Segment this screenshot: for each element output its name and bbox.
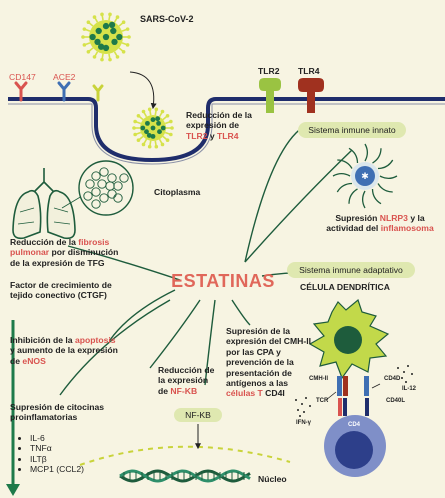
sars-cov-2-virus-icon bbox=[81, 12, 131, 62]
innate-cell-icon: ✱ bbox=[332, 143, 398, 209]
tlr2-label: TLR2 bbox=[258, 66, 280, 76]
cytoplasm-label: Citoplasma bbox=[154, 187, 201, 197]
list-item: IL-6 bbox=[30, 433, 84, 443]
cd4d-label: CD4D bbox=[384, 376, 401, 382]
list-item: ILTβ bbox=[30, 454, 84, 464]
mhc-suppression-text: Supresión de la expresión del CMH-II por… bbox=[226, 326, 311, 399]
alveoli-icon bbox=[61, 160, 134, 216]
small-receptor-icon bbox=[92, 84, 104, 102]
entry-arrow bbox=[129, 71, 157, 110]
innate-immunity-pill: Sistema inmune innato bbox=[298, 122, 406, 138]
estatinas-connectors bbox=[59, 126, 353, 396]
lungs-icon bbox=[12, 168, 76, 240]
down-arrow-icon bbox=[6, 320, 20, 496]
dendritic-cell-label: CÉLULA DENDRÍTICA bbox=[300, 282, 390, 292]
tcr-label: TCR bbox=[316, 398, 329, 404]
tlr4-receptor-icon bbox=[298, 78, 324, 113]
cd4-t-cell-icon bbox=[324, 415, 386, 477]
cytokines-title: Supresión de citocinas proinflamatorias bbox=[10, 402, 105, 423]
cd40-complex-icon bbox=[364, 376, 381, 416]
ifn-gamma-label: IFN-γ bbox=[296, 420, 311, 426]
tlr4-label: TLR4 bbox=[298, 66, 320, 76]
ctgf-text: Factor de crecimiento de tejido conectiv… bbox=[10, 280, 112, 301]
cell-membrane bbox=[8, 97, 445, 165]
ifn-gamma-dots bbox=[295, 397, 311, 417]
cd147-label: CD147 bbox=[9, 72, 36, 82]
dna-icon bbox=[119, 469, 251, 483]
cd147-receptor-icon bbox=[14, 81, 28, 102]
nucleus-label: Núcleo bbox=[258, 474, 287, 484]
nfkb-reduction-text: Reducción de la expresión de NF-KB bbox=[158, 365, 215, 396]
nfkb-pill: NF-KB bbox=[174, 408, 222, 422]
il12-label: IL-12 bbox=[402, 386, 417, 392]
internalized-virus-icon bbox=[132, 107, 174, 149]
estatinas-label: ESTATINAS bbox=[171, 271, 275, 291]
dendritic-cell-icon bbox=[308, 298, 390, 380]
list-item: MCP1 (CCL2) bbox=[30, 464, 84, 474]
adaptive-immunity-pill: Sistema inmune adaptativo bbox=[287, 262, 415, 278]
ace2-label: ACE2 bbox=[53, 72, 76, 82]
tlr2-receptor-icon bbox=[259, 78, 281, 113]
mhc-tcr-complex-icon bbox=[325, 376, 348, 416]
fibrosis-text: Reducción de la fibrosis pulmonar por di… bbox=[10, 237, 119, 268]
cmh-label: CMH-II bbox=[309, 376, 328, 382]
nlrp3-text: Supresión NLRP3 y la actividad del infla… bbox=[326, 213, 434, 234]
cd4-label: CD4 bbox=[348, 422, 361, 428]
nucleus-membrane bbox=[79, 445, 291, 466]
cytokine-list: IL-6 TNFα ILTβ MCP1 (CCL2) bbox=[22, 433, 84, 475]
svg-text:✱: ✱ bbox=[361, 172, 369, 182]
tlr-reduction-text: Reducción de la expresión de TLR2 y TLR4 bbox=[186, 110, 252, 141]
il12-dots bbox=[397, 365, 413, 383]
apoptosis-text: Inhibición de la apoptosis y aumento de … bbox=[10, 335, 118, 366]
ace2-receptor-icon bbox=[57, 81, 71, 102]
virus-label: SARS-CoV-2 bbox=[140, 14, 194, 24]
cd40l-label: CD40L bbox=[386, 398, 406, 404]
list-item: TNFα bbox=[30, 443, 84, 453]
